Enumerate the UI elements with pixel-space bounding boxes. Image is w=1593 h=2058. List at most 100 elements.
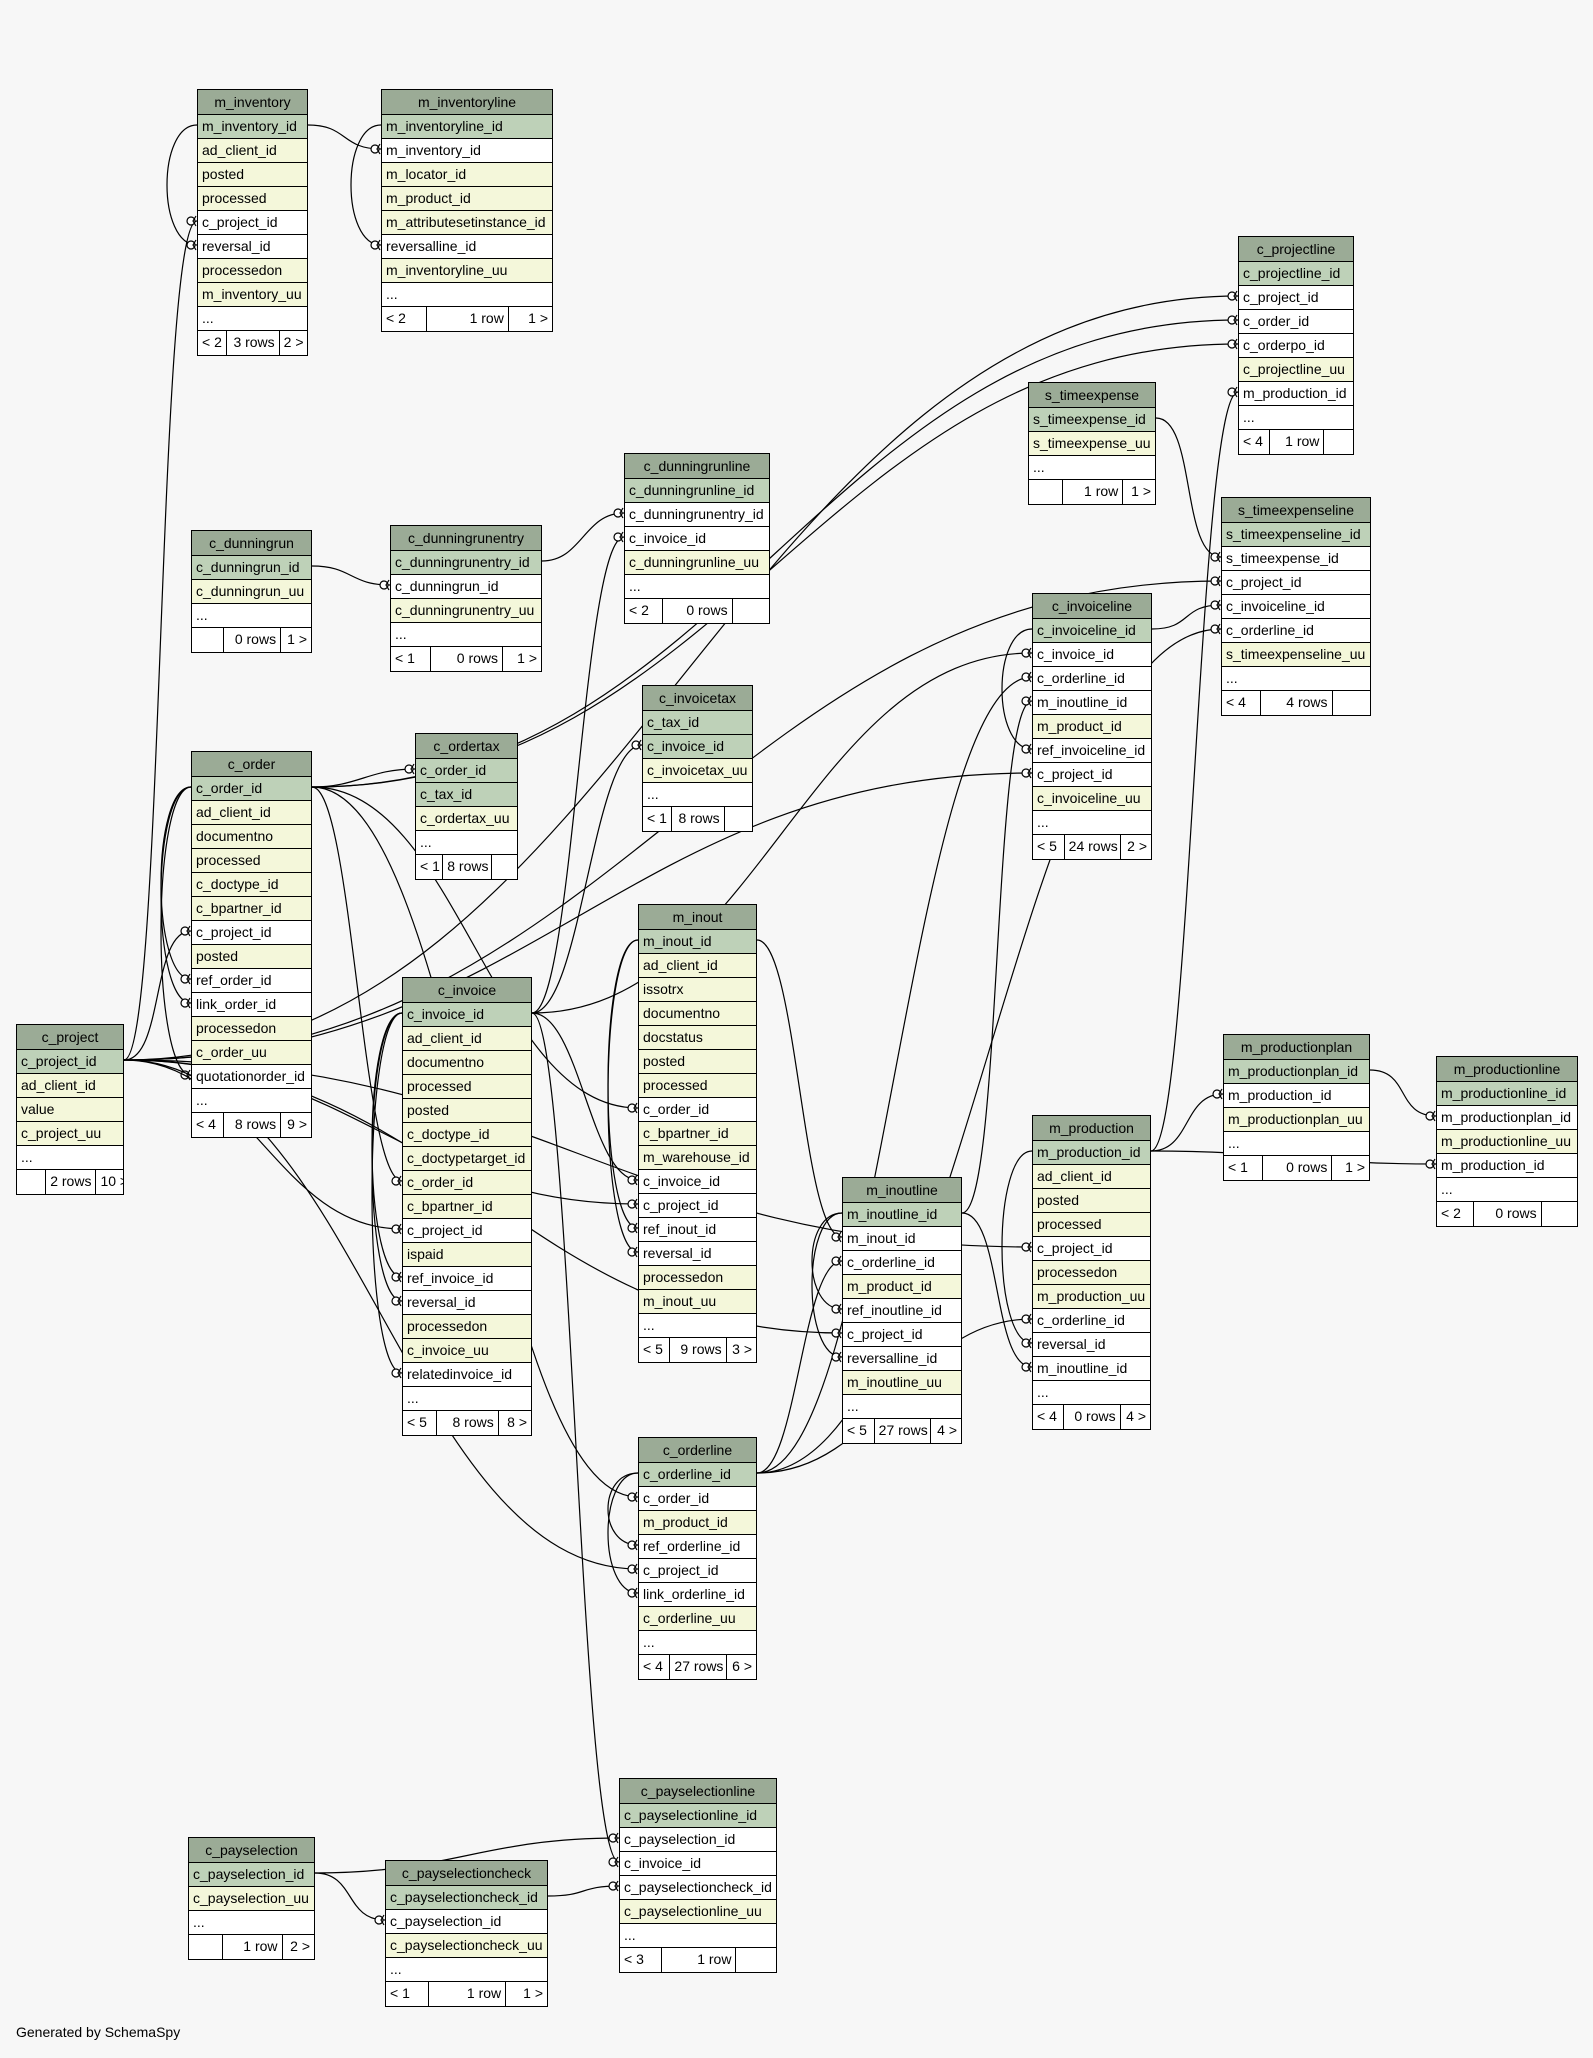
edge-optional-marker [627, 1223, 637, 1233]
relationship-edge [811, 1212, 843, 1310]
column-ref-orderline-id: ref_orderline_id [639, 1535, 756, 1559]
column-c-project-id: c_project_id [1239, 286, 1353, 310]
row-count: 24 rows [1063, 835, 1121, 859]
column-c-order-id: c_order_id [416, 759, 517, 783]
table-title: c_payselectioncheck [386, 1861, 547, 1886]
column-reversalline-id: reversalline_id [382, 235, 552, 259]
parent-count: < 5 [847, 1422, 867, 1438]
edge-many-marker [1027, 1361, 1032, 1373]
column-c-doctypetarget-id: c_doctypetarget_id [403, 1147, 531, 1171]
column-c-invoice-id: c_invoice_id [403, 1003, 531, 1027]
column-c-payselection-id: c_payselection_id [386, 1910, 547, 1934]
parent-count [189, 1935, 222, 1959]
edge-optional-marker [1210, 600, 1220, 610]
column-m-inoutline-id: m_inoutline_id [1033, 1357, 1150, 1381]
column-m-product-id: m_product_id [639, 1511, 756, 1535]
column-m-productionplan-id: m_productionplan_id [1224, 1060, 1369, 1084]
relationship-edge [541, 512, 625, 562]
row-count: 27 rows [669, 1655, 725, 1679]
column-processedon: processedon [639, 1266, 756, 1290]
edge-many-marker [633, 1539, 638, 1551]
more-columns: ... [1033, 1381, 1150, 1405]
column-c-tax-id: c_tax_id [416, 783, 517, 807]
edge-many-marker [633, 1246, 638, 1258]
column-m-product-id: m_product_id [1033, 715, 1151, 739]
child-count: 1 > [280, 628, 311, 652]
column-processed: processed [403, 1075, 531, 1099]
column-c-invoice-id: c_invoice_id [1033, 643, 1151, 667]
edge-optional-marker [627, 1492, 637, 1502]
column-c-order-id: c_order_id [403, 1171, 531, 1195]
column-c-orderline-id: c_orderline_id [1033, 667, 1151, 691]
column-m-attributesetinstance-id: m_attributesetinstance_id [382, 211, 552, 235]
edge-optional-marker [1210, 624, 1220, 634]
row-count: 1 row [221, 1935, 282, 1959]
column-c-project-id: c_project_id [843, 1323, 961, 1347]
relationship-edge [1150, 1093, 1224, 1152]
column-reversal-id: reversal_id [639, 1242, 756, 1266]
parent-count [1029, 480, 1062, 504]
relationship-edge [307, 124, 382, 150]
column-c-order-id: c_order_id [1239, 310, 1353, 334]
more-columns: ... [639, 1631, 756, 1655]
edge-many-marker [1027, 767, 1032, 779]
edge-optional-marker [186, 216, 196, 226]
edge-many-marker [1027, 743, 1032, 755]
edge-many-marker [1218, 1088, 1223, 1100]
column-m-product-id: m_product_id [843, 1275, 961, 1299]
column-c-order-id: c_order_id [639, 1487, 756, 1511]
parent-count: < 4 [1037, 1408, 1057, 1424]
column-m-production-id: m_production_id [1224, 1084, 1369, 1108]
column-c-payselectionline-uu: c_payselectionline_uu [620, 1900, 776, 1924]
relationship-edge [756, 939, 843, 1238]
row-count: 4 rows [1260, 691, 1331, 715]
relationship-edge [123, 295, 1239, 1061]
child-count: 1 > [502, 647, 541, 671]
column-c-projectline-uu: c_projectline_uu [1239, 358, 1353, 382]
column-m-productionline-id: m_productionline_id [1437, 1082, 1577, 1106]
edge-many-marker [1431, 1110, 1436, 1122]
row-count: 0 rows [1473, 1202, 1540, 1226]
column-ad-client-id: ad_client_id [192, 801, 311, 825]
edge-optional-marker [608, 1857, 618, 1867]
edge-many-marker [1027, 671, 1032, 683]
relationship-edge [311, 768, 416, 788]
parent-count: < 4 [1226, 694, 1246, 710]
column-m-inoutline-uu: m_inoutline_uu [843, 1371, 961, 1395]
column-m-inout-id: m_inout_id [843, 1227, 961, 1251]
relationship-edge [961, 700, 1033, 1214]
relationship-edge [1001, 1150, 1033, 1344]
column-c-invoiceline-uu: c_invoiceline_uu [1033, 787, 1151, 811]
column-c-payselectioncheck-id: c_payselectioncheck_id [620, 1876, 776, 1900]
column-value: value [17, 1098, 123, 1122]
relationship-edge [961, 1212, 1033, 1368]
